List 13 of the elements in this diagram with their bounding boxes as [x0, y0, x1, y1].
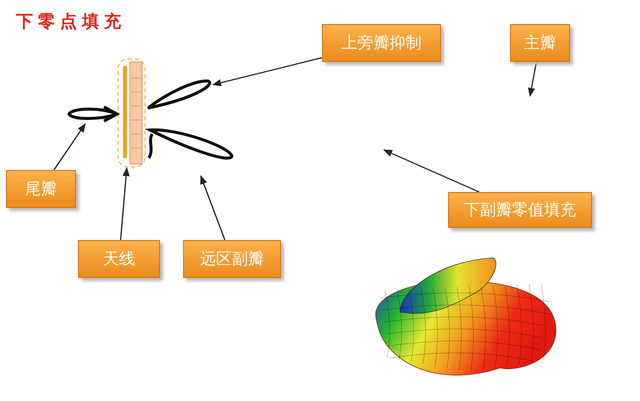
title: 下零点填充	[16, 11, 126, 33]
callout-box: 远区副瓣	[183, 240, 281, 278]
callout-box: 下副瓣零值填充	[448, 192, 592, 228]
callout-box: 上旁瓣抑制	[322, 24, 441, 62]
arrow	[212, 57, 322, 86]
callout-box: 天线	[78, 240, 160, 278]
arrow	[53, 123, 86, 170]
callout-box: 尾瓣	[6, 170, 76, 208]
callout-box: 主瓣	[510, 24, 570, 62]
arrow	[120, 167, 130, 240]
arrow	[200, 175, 226, 240]
arrow	[383, 149, 480, 193]
arrow	[528, 62, 537, 97]
